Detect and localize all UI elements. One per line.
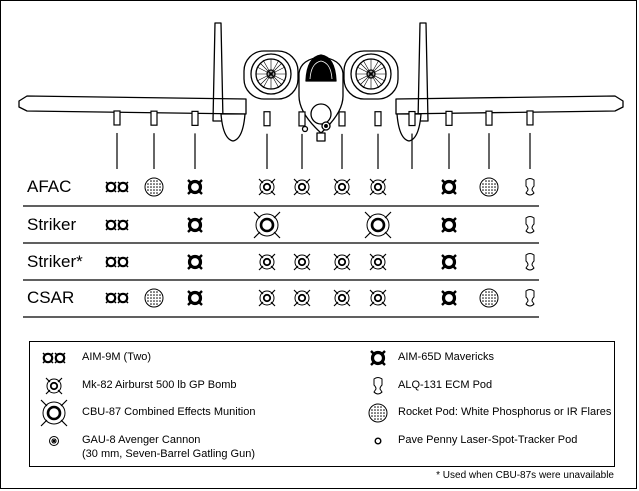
maverick-icon — [187, 217, 203, 233]
ecm-icon — [525, 216, 535, 234]
gau8-icon — [49, 436, 59, 446]
legend-icon-wrap — [45, 377, 63, 395]
left-tail-fin — [212, 22, 224, 122]
legend-label: Mk-82 Airburst 500 lb GP Bomb — [82, 379, 237, 391]
legend-icon-wrap — [40, 399, 68, 427]
mk82-icon — [369, 289, 387, 307]
legend-icon-wrap — [368, 403, 388, 423]
legend-icon-wrap — [49, 436, 59, 446]
mk82-icon — [45, 377, 63, 395]
rocket-icon — [479, 177, 499, 197]
legend: AIM-9M (Two) Mk-82 Airburst 500 lb GP Bom… — [29, 341, 615, 467]
footnote: * Used when CBU-87s were unavailable — [436, 470, 614, 481]
pylon-6 — [338, 111, 346, 127]
rocket-icon — [144, 177, 164, 197]
pylon-7 — [374, 111, 382, 127]
ecm-icon — [525, 178, 535, 196]
rocket-icon — [144, 288, 164, 308]
aim9m-icon — [42, 352, 66, 364]
legend-label: AIM-9M (Two) — [82, 351, 152, 363]
mk82-icon — [333, 289, 351, 307]
row-label: Striker — [27, 215, 77, 234]
maverick-icon — [187, 179, 203, 195]
mk82-icon — [258, 253, 276, 271]
mk82-icon — [293, 253, 311, 271]
mk82-icon — [258, 178, 276, 196]
legend-icon-wrap — [374, 437, 382, 445]
mk82-icon — [333, 178, 351, 196]
legend-icon-wrap — [42, 352, 66, 364]
pylon-2 — [150, 110, 158, 126]
maverick-icon — [187, 290, 203, 306]
maverick-icon — [441, 179, 457, 195]
left-wing — [18, 95, 247, 115]
canopy — [305, 54, 337, 82]
pavepenny-icon — [374, 437, 382, 445]
cbu87-icon — [253, 211, 281, 239]
rocket-icon — [479, 288, 499, 308]
pylon-3 — [191, 110, 199, 126]
pylon-8 — [408, 110, 416, 127]
ecm-icon — [525, 253, 535, 271]
mk82-icon — [369, 178, 387, 196]
legend-icon-wrap — [370, 350, 386, 366]
legend-label: Pave Penny Laser-Spot-Tracker Pod — [398, 434, 578, 446]
legend-label: AIM-65D Mavericks — [398, 351, 494, 363]
maverick-icon — [370, 350, 386, 366]
legend-label: GAU-8 Avenger Cannon — [82, 434, 201, 446]
pylon-4 — [263, 111, 271, 127]
legend-label-detail: (30 mm, Seven-Barrel Gatling Gun) — [82, 448, 256, 460]
right-engine — [343, 50, 399, 100]
pylon-9 — [445, 110, 453, 126]
maverick-icon — [441, 217, 457, 233]
aim9m-icon — [105, 181, 129, 193]
row-label: Striker* — [27, 252, 83, 271]
pylon-10 — [485, 110, 493, 126]
legend-icon-wrap — [373, 377, 383, 395]
maverick-icon — [441, 254, 457, 270]
cbu87-icon — [364, 211, 392, 239]
pave-penny-pod-icon — [301, 125, 309, 133]
ecm-icon — [373, 377, 383, 395]
right-wing — [395, 95, 624, 115]
row-label: CSAR — [27, 288, 75, 307]
legend-label: ALQ-131 ECM Pod — [398, 379, 493, 391]
aim9m-icon — [105, 292, 129, 304]
right-tail-fin — [417, 22, 429, 122]
rocket-icon — [368, 403, 388, 423]
cbu87-icon — [40, 399, 68, 427]
row-label: AFAC — [27, 177, 72, 196]
ecm-icon — [525, 289, 535, 307]
aircraft-diagram — [18, 22, 624, 318]
maverick-icon — [187, 254, 203, 270]
mk82-icon — [258, 289, 276, 307]
left-engine — [243, 50, 299, 100]
mk82-icon — [369, 253, 387, 271]
aim9m-icon — [105, 256, 129, 268]
mk82-icon — [293, 178, 311, 196]
mk82-icon — [333, 253, 351, 271]
mk82-icon — [293, 289, 311, 307]
legend-label: Rocket Pod: White Phosphorus or IR Flare… — [398, 406, 612, 418]
pylon-11 — [526, 110, 534, 126]
aim9m-icon — [105, 219, 129, 231]
legend-label: CBU-87 Combined Effects Munition — [82, 406, 256, 418]
pylon-1 — [113, 110, 121, 126]
pylon-5 — [298, 111, 306, 127]
maverick-icon — [441, 290, 457, 306]
